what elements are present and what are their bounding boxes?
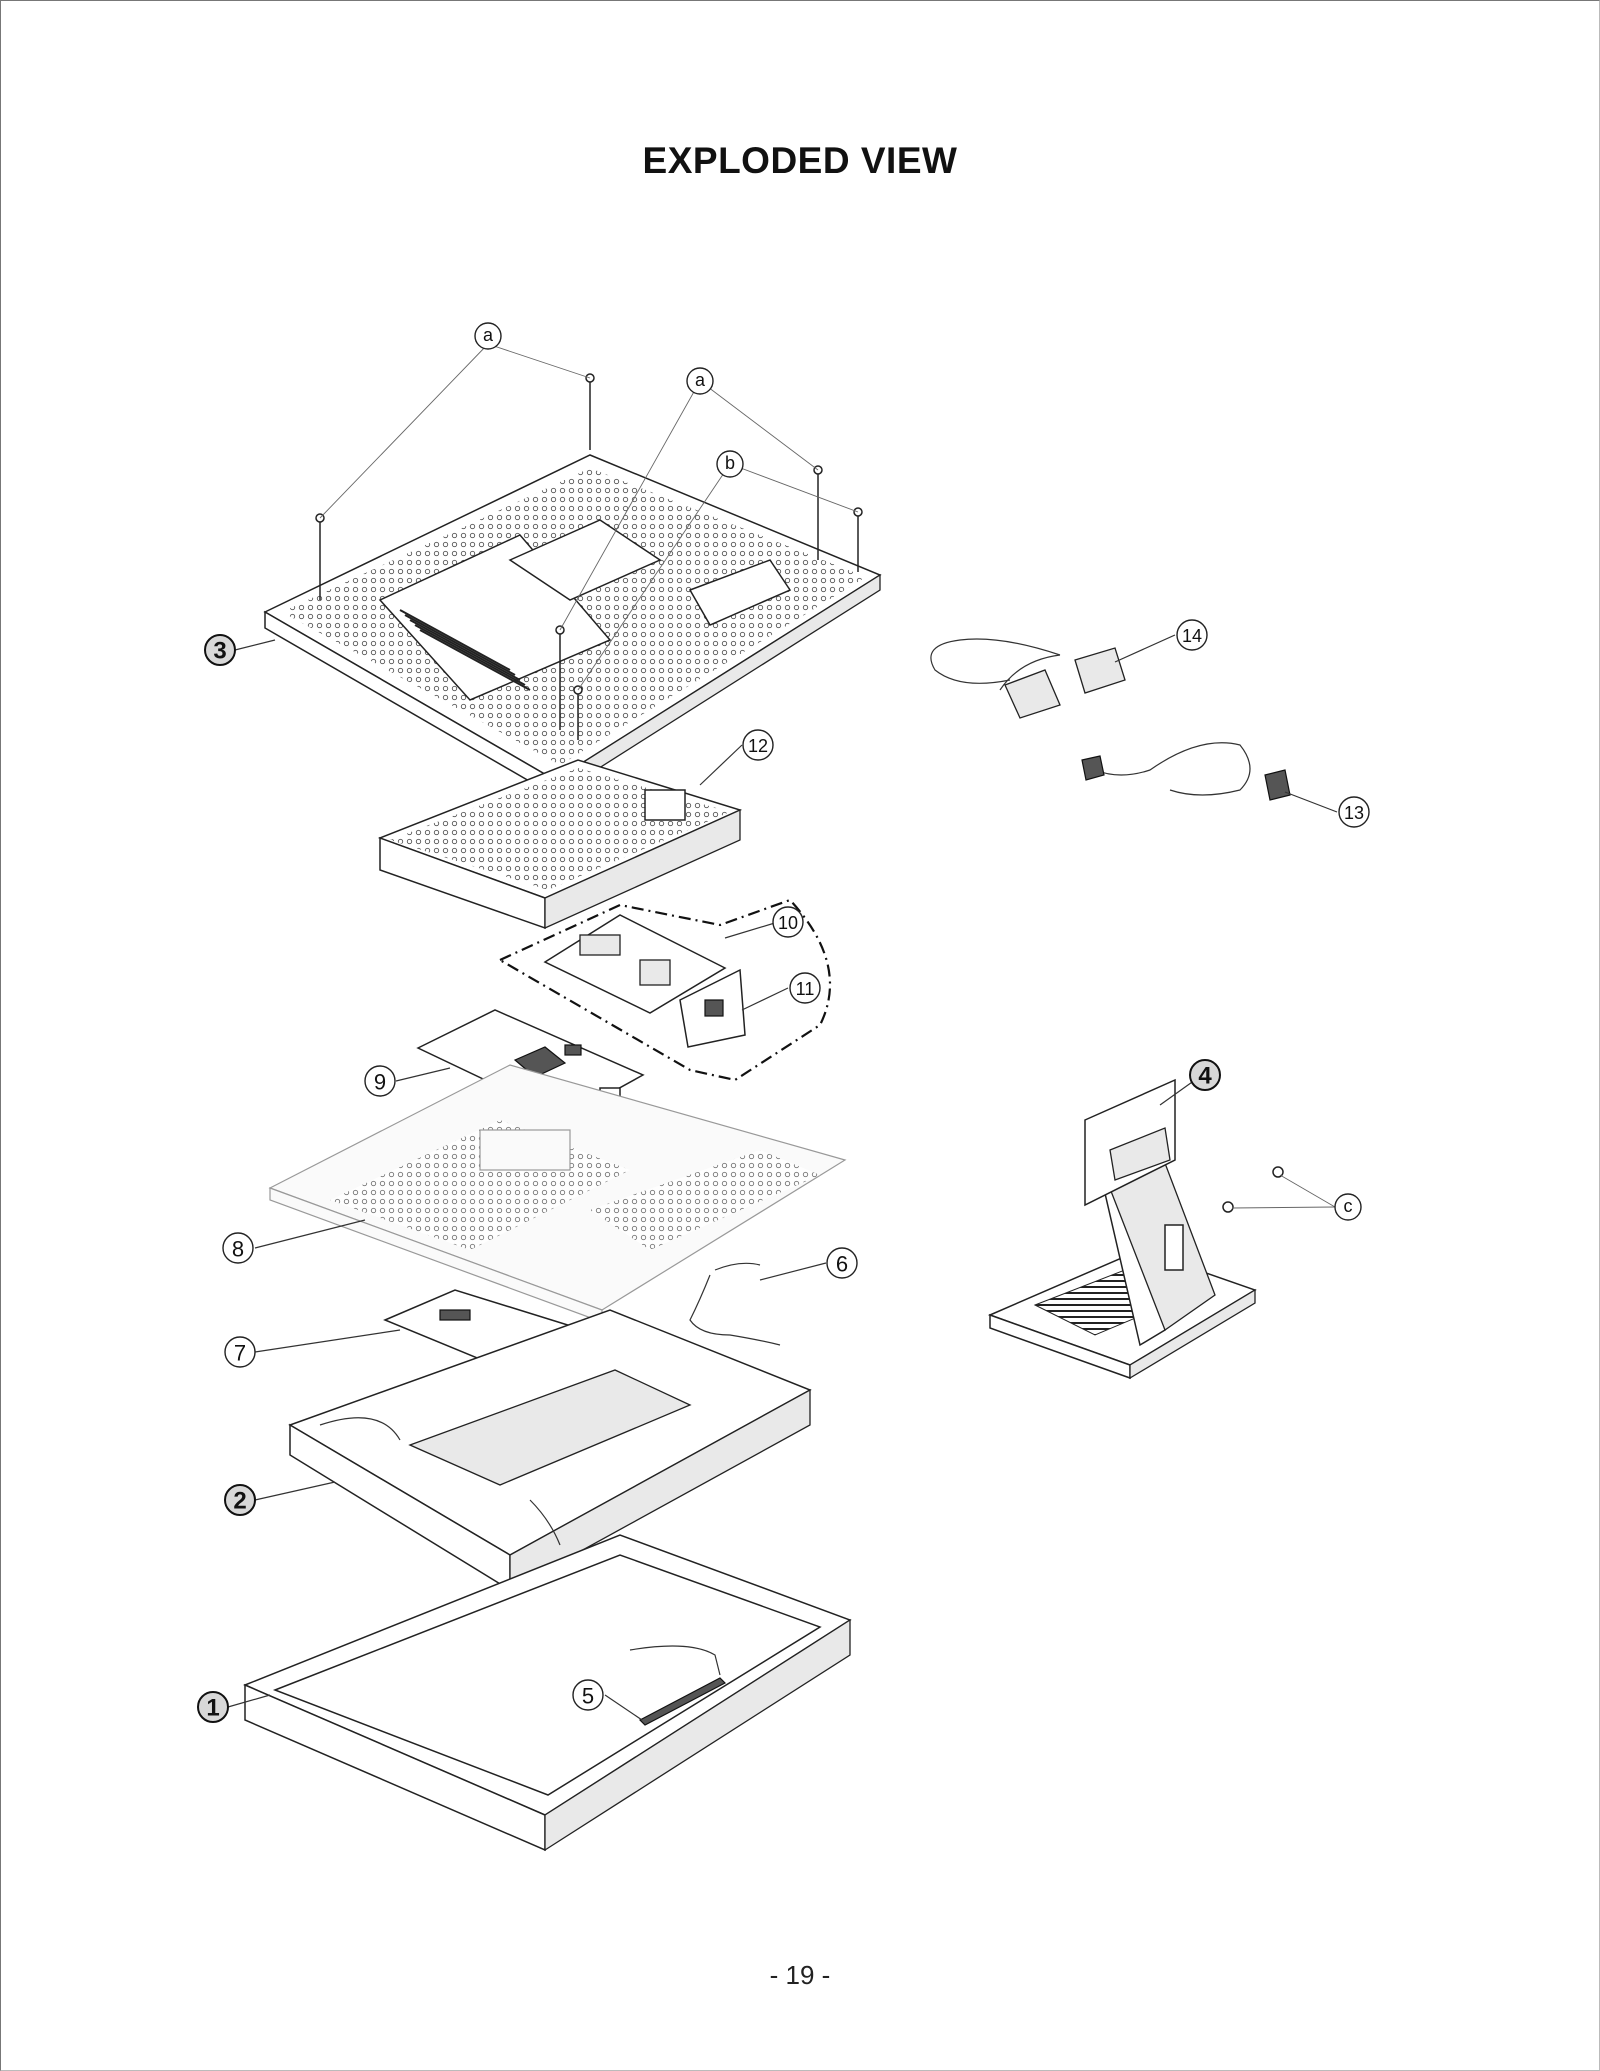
stand-part-4	[987, 1078, 1257, 1380]
stand-screws-c	[1222, 1166, 1284, 1213]
callout-10: 10	[772, 906, 804, 938]
svg-text:1: 1	[206, 1695, 219, 1722]
svg-text:12: 12	[748, 736, 768, 756]
cable-part-6	[689, 1262, 781, 1346]
svg-text:a: a	[483, 325, 494, 345]
callout-7: 7	[224, 1336, 256, 1368]
svg-text:13: 13	[1344, 803, 1364, 823]
svg-text:5: 5	[582, 1684, 594, 1709]
svg-text:14: 14	[1182, 626, 1202, 646]
callout-12: 12	[742, 729, 774, 761]
callout-a-right: a	[686, 367, 714, 395]
svg-text:9: 9	[374, 1070, 386, 1095]
frame-part	[268, 1064, 847, 1323]
shield-case-part	[377, 759, 743, 930]
callout-5: 5	[572, 1679, 604, 1711]
svg-text:b: b	[725, 453, 735, 473]
callout-2: 2	[224, 1484, 256, 1516]
back-cover-part	[263, 454, 882, 798]
callout-14: 14	[1176, 619, 1208, 651]
callout-b: b	[716, 450, 744, 478]
svg-text:7: 7	[234, 1341, 246, 1366]
callout-4: 4	[1189, 1059, 1221, 1091]
callout-9: 9	[364, 1065, 396, 1097]
callout-11: 11	[789, 972, 821, 1004]
callout-c: c	[1334, 1193, 1362, 1221]
svg-text:6: 6	[836, 1252, 848, 1277]
power-cord-part-13	[1081, 742, 1291, 801]
svg-text:2: 2	[233, 1488, 246, 1515]
chassis-tray-part	[288, 1309, 812, 1592]
callout-a-left: a	[474, 322, 502, 350]
svg-text:c: c	[1344, 1196, 1353, 1216]
svg-text:11: 11	[796, 979, 815, 999]
svg-text:a: a	[695, 370, 706, 390]
svg-text:3: 3	[213, 638, 226, 665]
power-board-part	[497, 898, 832, 1082]
callout-leaders	[227, 634, 1338, 1721]
front-cover-part	[243, 1534, 852, 1852]
leader-lines-screws	[319, 343, 859, 691]
callout-8: 8	[222, 1232, 254, 1264]
page-number: - 19 -	[769, 1960, 831, 1990]
callout-1: 1	[197, 1691, 229, 1723]
signal-cable-part-14	[930, 638, 1126, 719]
callout-13: 13	[1338, 796, 1370, 828]
callout-3: 3	[204, 634, 236, 666]
svg-text:4: 4	[1198, 1063, 1212, 1090]
svg-text:10: 10	[778, 913, 798, 933]
page-title: EXPLODED VIEW	[642, 140, 958, 181]
callout-6: 6	[826, 1247, 858, 1279]
svg-text:8: 8	[232, 1237, 244, 1262]
